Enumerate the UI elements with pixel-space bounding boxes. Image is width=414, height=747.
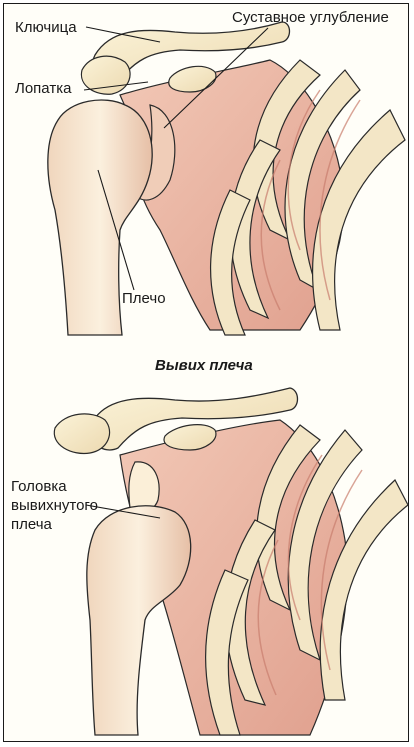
label-head-line1: Головка <box>11 478 67 496</box>
top-acromion <box>81 56 130 94</box>
label-humerus: Плечо <box>122 290 166 308</box>
label-head-line2: вывихнутого <box>11 497 98 515</box>
bottom-acromion <box>54 414 109 454</box>
figure-caption: Вывих плеча <box>155 357 253 374</box>
label-clavicle: Ключица <box>15 19 77 37</box>
bottom-figure <box>54 388 408 735</box>
label-head-line3: плеча <box>11 516 52 534</box>
top-figure <box>48 22 405 335</box>
label-glenoid: Суставное углубление <box>232 9 389 27</box>
label-scapula: Лопатка <box>15 80 71 98</box>
